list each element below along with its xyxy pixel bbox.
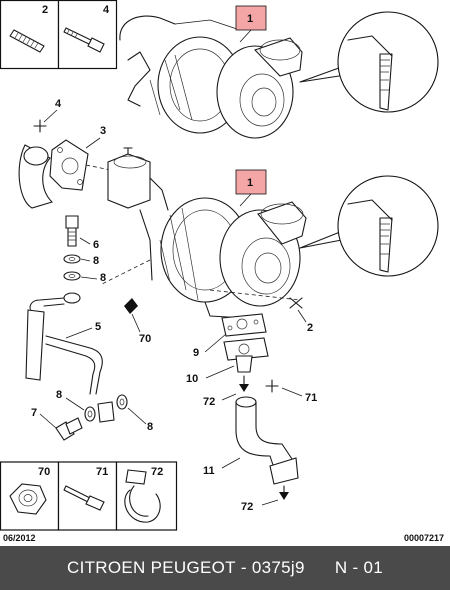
part-4-label: 4 (55, 98, 62, 110)
footer-bar: CITROEN PEUGEOT - 0375j9 N - 01 (0, 546, 450, 590)
hose-clamp-icon (124, 469, 161, 523)
footer-variant: N - 01 (334, 558, 383, 577)
part-8-washer-b[interactable]: 8 (63, 271, 106, 284)
part-70-marker[interactable]: 70 (124, 298, 151, 345)
callout-1-mid-label: 1 (247, 177, 253, 189)
footer-separator: - (235, 558, 252, 577)
part-8d-marker[interactable]: 8 (127, 407, 153, 433)
part-10-flange[interactable]: 10 (186, 337, 269, 385)
bottom-inset-box-71[interactable]: 71 (57, 461, 118, 531)
part-8-washer-a[interactable]: 8 (63, 254, 99, 267)
elbow-flange-drawing (18, 139, 151, 209)
part-11-pipe[interactable]: 11 (203, 396, 299, 485)
bottom-box-label-70: 70 (38, 466, 50, 478)
part-72a-label: 72 (203, 396, 215, 408)
top-inset-box-2[interactable]: 2 (0, 0, 60, 70)
footer-part-number: 0375j9 (251, 558, 305, 577)
top-box-label-2: 2 (42, 4, 48, 16)
part-72b-label: 72 (241, 501, 253, 513)
part-2-marker[interactable]: 2 (289, 297, 313, 334)
part-10-label: 10 (186, 373, 198, 385)
detail-circle-mid (299, 175, 439, 277)
turbocharger-top-drawing (119, 15, 303, 139)
bottom-box-label-72: 72 (151, 466, 163, 478)
part-8c-washer[interactable]: 8 (56, 389, 96, 422)
callout-1-top-label: 1 (247, 13, 253, 25)
part-8a-label: 8 (93, 255, 99, 267)
part-72a-marker[interactable]: 72 (203, 393, 237, 408)
footer-brand: CITROEN PEUGEOT (67, 558, 236, 577)
part-72b-marker[interactable]: 72 (241, 499, 279, 513)
bottom-inset-box-70[interactable]: 70 (0, 461, 60, 531)
stud-icon (9, 29, 45, 53)
part-8c-label: 8 (56, 389, 62, 401)
footer-gap (305, 558, 335, 578)
part-2-label: 2 (307, 322, 313, 334)
bolt-icon (63, 27, 105, 53)
part-70-label: 70 (139, 333, 151, 345)
bottom-box-label-71: 71 (96, 466, 108, 478)
part-71-label: 71 (305, 392, 317, 404)
turbocharger-main-drawing (99, 147, 307, 319)
arrow-down-a (239, 375, 249, 392)
bottom-inset-box-72[interactable]: 72 (115, 461, 178, 531)
reference-code: 00007217 (404, 533, 444, 543)
part-3-marker[interactable]: 3 (85, 125, 106, 149)
banjo-fitting (97, 394, 128, 423)
nut-icon (9, 483, 47, 515)
part-11-label: 11 (203, 465, 215, 477)
part-71-marker[interactable]: 71 (265, 379, 317, 404)
exploded-parts-diagram: 2 4 1 (0, 0, 444, 543)
callout-1-top[interactable]: 1 (235, 5, 267, 43)
part-6-bolt[interactable]: 6 (65, 215, 99, 251)
part-7-bolt[interactable]: 7 (31, 407, 83, 441)
date-code: 06/2012 (3, 533, 36, 543)
part-6-label: 6 (93, 239, 99, 251)
detail-circle-top (299, 11, 439, 113)
part-9-label: 9 (193, 347, 199, 359)
part-4-marker[interactable]: 4 (33, 98, 62, 133)
top-inset-box-4[interactable]: 4 (57, 0, 118, 70)
top-box-label-4: 4 (103, 4, 110, 16)
arrow-down-b (279, 485, 289, 500)
part-5-marker[interactable]: 5 (65, 321, 101, 339)
bolt-icon (63, 485, 105, 511)
oil-return-pipe (25, 292, 103, 395)
part-9-gasket[interactable]: 9 (193, 313, 267, 359)
part-3-label: 3 (100, 125, 106, 137)
part-5-label: 5 (95, 321, 101, 333)
part-8b-label: 8 (100, 272, 106, 284)
part-8d-label: 8 (147, 421, 153, 433)
part-7-label: 7 (31, 407, 37, 419)
callout-1-mid[interactable]: 1 (235, 169, 267, 207)
